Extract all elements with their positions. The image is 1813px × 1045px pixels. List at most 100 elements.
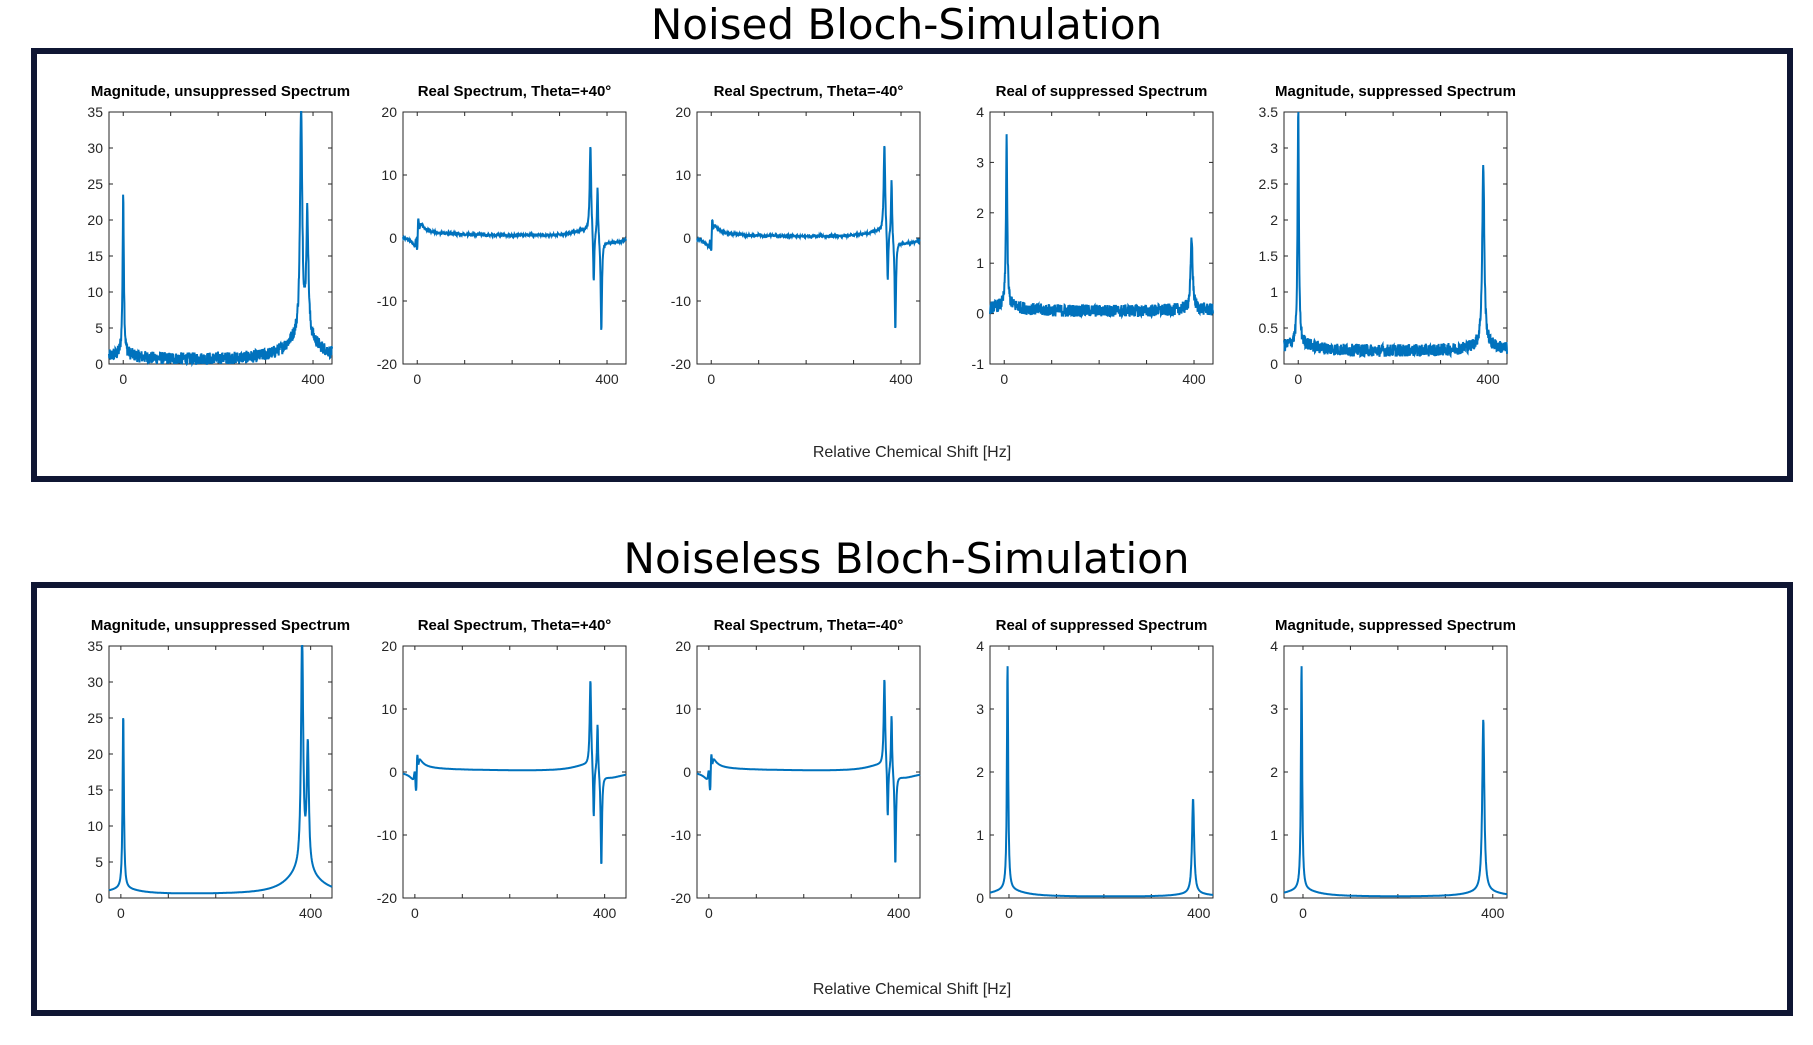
panel-title: Real Spectrum, Theta=+40°: [418, 83, 612, 100]
y-tick-label: 1: [976, 827, 984, 843]
panel-title: Real Spectrum, Theta=+40°: [418, 617, 612, 634]
x-axis-label-noiseless: Relative Chemical Shift [Hz]: [812, 981, 1012, 998]
x-tick-label: 0: [1005, 905, 1013, 921]
y-tick-label: 0: [1270, 890, 1278, 906]
y-tick-label: 2: [1270, 764, 1278, 780]
y-tick-label: 0: [976, 890, 984, 906]
y-tick-label: -10: [671, 827, 691, 843]
panel-title: Magnitude, unsuppressed Spectrum: [91, 617, 350, 634]
y-tick-label: -20: [377, 890, 397, 906]
y-tick-label: 20: [381, 104, 397, 120]
y-tick-label: 10: [87, 818, 103, 834]
y-tick-label: 3: [1270, 701, 1278, 717]
y-tick-label: -10: [377, 293, 397, 309]
y-tick-label: 20: [381, 638, 397, 654]
y-tick-label: -20: [377, 356, 397, 372]
y-tick-label: 5: [95, 854, 103, 870]
x-tick-label: 0: [413, 371, 421, 387]
x-tick-label: 0: [117, 905, 125, 921]
x-tick-label: 400: [1187, 905, 1211, 921]
y-tick-label: 3.5: [1259, 104, 1279, 120]
y-tick-label: 25: [87, 710, 103, 726]
axes-box: [108, 645, 333, 899]
series-line: [402, 681, 627, 864]
y-tick-label: 15: [87, 248, 103, 264]
y-tick-label: 1.5: [1259, 248, 1279, 264]
figure-title-noiseless: Noiseless Bloch-Simulation: [623, 534, 1190, 583]
y-tick-label: 20: [675, 104, 691, 120]
y-tick-label: 2.5: [1259, 176, 1279, 192]
panel-title: Real of suppressed Spectrum: [996, 83, 1208, 100]
y-tick-label: 0: [683, 230, 691, 246]
x-tick-label: 400: [889, 371, 913, 387]
x-tick-label: 0: [119, 371, 127, 387]
y-tick-label: 15: [87, 782, 103, 798]
chart-row-noiseless: Magnitude, unsuppressed Spectrum05101520…: [87, 617, 1516, 921]
x-tick-label: 0: [705, 905, 713, 921]
panel-title: Real Spectrum, Theta=-40°: [714, 617, 904, 634]
y-tick-label: 10: [675, 701, 691, 717]
series-line: [1283, 111, 1508, 359]
series-line: [108, 111, 333, 368]
panel-title: Real of suppressed Spectrum: [996, 617, 1208, 634]
y-tick-label: 20: [675, 638, 691, 654]
y-tick-label: 2: [976, 205, 984, 221]
y-tick-label: 10: [87, 284, 103, 300]
y-tick-label: 3: [1270, 140, 1278, 156]
y-tick-label: 0: [389, 230, 397, 246]
chart-panel-5: Magnitude, suppressed Spectrum00.511.522…: [1259, 83, 1516, 387]
y-tick-label: 20: [87, 212, 103, 228]
y-tick-label: -20: [671, 890, 691, 906]
series-line: [402, 146, 627, 330]
chart-row-noised: Magnitude, unsuppressed Spectrum05101520…: [87, 83, 1516, 387]
series-line: [989, 666, 1213, 898]
series-line: [108, 645, 333, 895]
panel-title: Magnitude, unsuppressed Spectrum: [91, 83, 350, 100]
y-tick-label: 4: [976, 638, 984, 654]
chart-panel-2: Real Spectrum, Theta=+40° -20 -10 0 10 20 0 400: [377, 83, 627, 387]
y-tick-label: 1: [1270, 827, 1278, 843]
y-tick-label: 35: [87, 638, 103, 654]
x-tick-label: 400: [595, 371, 619, 387]
y-tick-label: 3: [976, 701, 984, 717]
y-tick-label: -1: [972, 356, 985, 372]
x-tick-label: 0: [1000, 371, 1008, 387]
y-tick-label: 10: [381, 701, 397, 717]
y-tick-label: 2: [976, 764, 984, 780]
y-tick-label: 0: [683, 764, 691, 780]
x-tick-label: 0: [411, 905, 419, 921]
series-line: [696, 679, 921, 863]
y-tick-label: 4: [976, 104, 984, 120]
panel-title: Real Spectrum, Theta=-40°: [714, 83, 904, 100]
y-tick-label: 3: [976, 154, 984, 170]
y-tick-label: 0: [976, 306, 984, 322]
y-tick-label: 10: [675, 167, 691, 183]
chart-panel-1: Magnitude, unsuppressed Spectrum 0 5 10 15 20…: [87, 617, 350, 921]
chart-panel-3: Real Spectrum, Theta=-40° -20 -10 0 10 20 0 400: [671, 83, 921, 387]
axes-box: [989, 111, 1214, 365]
y-tick-label: -20: [671, 356, 691, 372]
y-tick-label: 10: [381, 167, 397, 183]
x-axis-label-noised: Relative Chemical Shift [Hz]: [812, 444, 1012, 461]
x-tick-label: 400: [1182, 371, 1206, 387]
x-tick-label: 400: [301, 371, 325, 387]
chart-panel-4: Real of suppressed Spectrum 0 1 2 3 4 0 400: [976, 617, 1214, 921]
figure-title-noised: Noised Bloch-Simulation: [650, 0, 1163, 49]
y-tick-label: 5: [95, 320, 103, 336]
y-tick-label: 30: [87, 140, 103, 156]
y-tick-label: 0.5: [1259, 320, 1279, 336]
y-tick-label: -10: [671, 293, 691, 309]
axes-box: [108, 111, 333, 365]
series-line: [696, 145, 921, 329]
x-tick-label: 400: [593, 905, 617, 921]
x-tick-label: 0: [707, 371, 715, 387]
y-tick-label: 20: [87, 746, 103, 762]
series-line: [989, 134, 1214, 320]
panel-title: Magnitude, suppressed Spectrum: [1275, 83, 1516, 100]
x-tick-label: 400: [1481, 905, 1505, 921]
